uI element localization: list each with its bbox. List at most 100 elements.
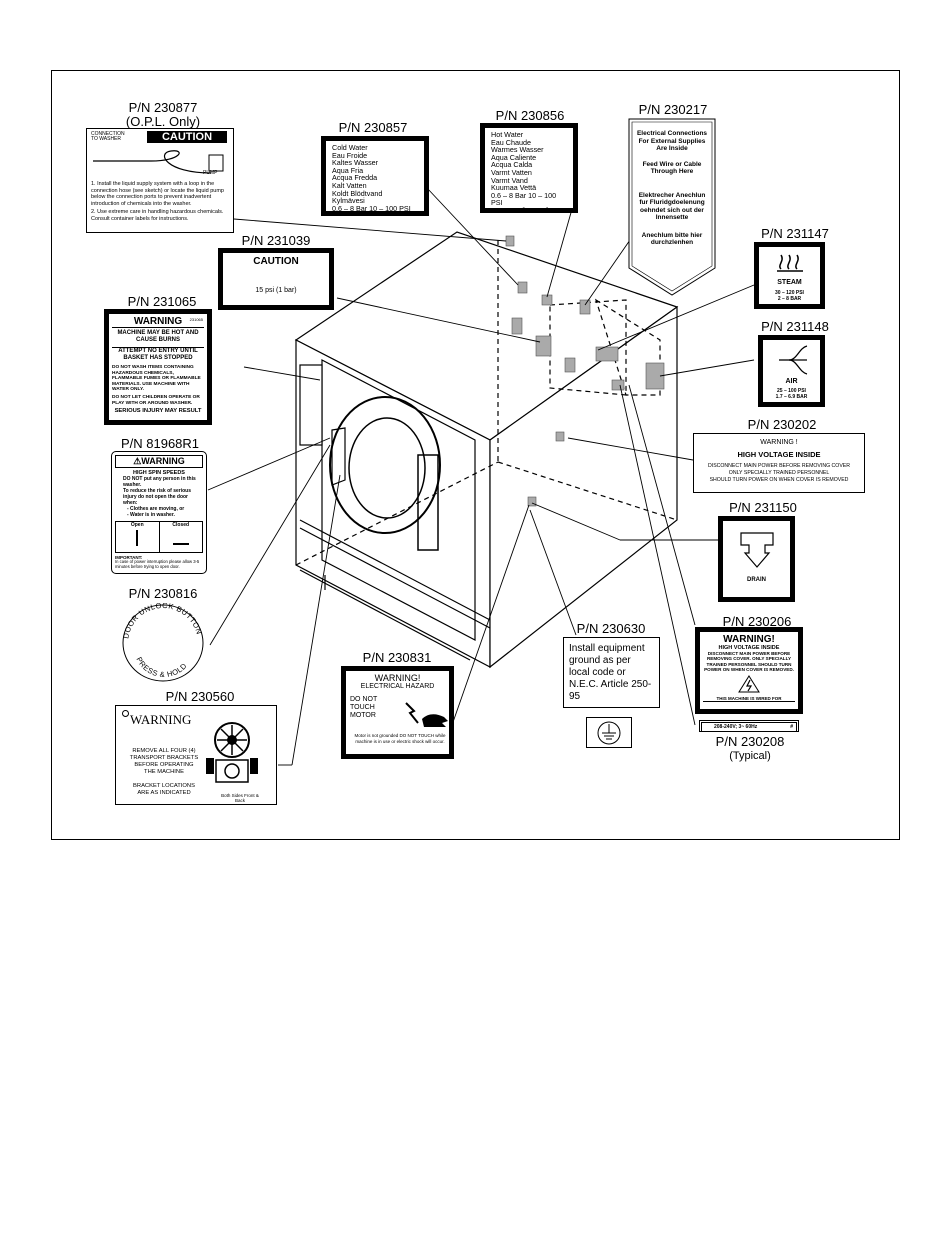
- part-number-label: P/N 230816: [128, 586, 198, 601]
- ground-icon: [597, 721, 621, 745]
- hazard-subtitle: ELECTRICAL HAZARD: [360, 683, 435, 690]
- text-line: 0.6 – 8 Bar 10 – 100 PSI: [332, 203, 411, 213]
- water-text: - Water is in washer.: [127, 512, 175, 518]
- part-number-231148: P/N 231148: [750, 320, 840, 334]
- hole-icon: [122, 710, 129, 717]
- no-person-text: DO NOT put any person in this washer.: [123, 476, 196, 488]
- part-number-231147: P/N 231147: [750, 227, 840, 241]
- ground-instruction: Install equipment ground as per local co…: [569, 643, 652, 702]
- ground-symbol-decal: [586, 717, 632, 748]
- part-number-230560: P/N 230560: [150, 690, 250, 704]
- hot-water-lines: Hot Water Eau Chaude Warmes Wasser Aqua …: [491, 131, 567, 215]
- label-231039-caution: CAUTION 15 psi (1 bar): [218, 248, 334, 310]
- warning-title: ⚠WARNING: [115, 455, 203, 468]
- warning-title: WARNING!: [723, 634, 775, 645]
- serious-injury-text: SERIOUS INJURY MAY RESULT: [114, 408, 202, 415]
- high-voltage-icon: [738, 674, 760, 693]
- important-text: IMPORTANT:: [115, 555, 143, 560]
- german-feed-text: Anechlum bitte hier durchzlenhen: [641, 231, 703, 247]
- bar-range: 2 – 8 BAR: [777, 296, 802, 302]
- label-230560-warning: WARNING REMOVE ALL FOUR (4) TRANSPORT BR…: [115, 705, 277, 805]
- part-number-label: P/N 81968R1: [120, 436, 200, 451]
- do-not-text: DO NOT: [350, 696, 378, 703]
- text-line: Acqua Fredda: [332, 173, 378, 183]
- part-number-label: P/N 230630: [576, 621, 646, 636]
- part-subtitle: (Typical): [729, 750, 771, 762]
- open-cell: Open: [116, 522, 160, 552]
- closed-cell: Closed: [160, 522, 203, 552]
- part-number-label: P/N 230856: [495, 108, 565, 123]
- part-number-label: P/N 230208: [715, 734, 785, 749]
- text-line: Cold Water: [332, 143, 368, 152]
- part-number-81968r1: P/N 81968R1: [110, 437, 210, 451]
- hazardous-text: DO NOT WASH ITEMS CONTAINING HAZARDOUS C…: [112, 365, 201, 393]
- voltage-text: 208-240V; 3~ 60Hz #: [701, 722, 797, 732]
- part-subtitle: (O.P.L. Only): [125, 114, 201, 129]
- part-number-231039: P/N 231039: [226, 234, 326, 248]
- caution-step-1: 1. Install the liquid supply system with…: [91, 181, 224, 207]
- air-text: AIR: [785, 378, 798, 385]
- arrow-label-outline: [628, 118, 716, 296]
- air-range: 25 – 100 PSI 1.7 – 6.9 BAR: [763, 388, 820, 400]
- motor-text: MOTOR: [350, 712, 376, 719]
- pressure-text: 15 psi (1 bar): [255, 287, 297, 294]
- label-230206-high-voltage: WARNING! HIGH VOLTAGE INSIDE DISCONNECT …: [695, 627, 803, 714]
- voltage-instructions: DISCONNECT MAIN POWER BEFORE REMOVING CO…: [694, 463, 864, 484]
- power-text: In case of power interruption please all…: [115, 559, 200, 569]
- psi-range: 30 – 120 PSI: [775, 290, 804, 296]
- label-230630-ground: Install equipment ground as per local co…: [563, 637, 660, 708]
- text-line: Varmt Vand: [491, 175, 528, 185]
- label-231147-steam: STEAM 30 – 120 PSI 2 – 8 BAR: [754, 242, 825, 309]
- warning-triangle-icon: ⚠: [133, 456, 142, 466]
- hash-icon: #: [790, 724, 793, 730]
- warning-title: WARNING!: [374, 673, 421, 683]
- figure-frame: [51, 70, 900, 840]
- part-number-230206: P/N 230206: [712, 615, 802, 629]
- drain-text: DRAIN: [747, 577, 766, 583]
- label-230202-high-voltage: WARNING ! HIGH VOLTAGE INSIDE DISCONNECT…: [693, 433, 865, 493]
- voltage-instructions: DISCONNECT MAIN POWER BEFORE REMOVING CO…: [704, 651, 794, 673]
- do-not-touch-text: DO NOT TOUCH MOTOR: [350, 696, 445, 720]
- steam-icon: [777, 254, 803, 272]
- label-230877-caution: CONNECTION TO WASHER CAUTION PUMP 1. Ins…: [86, 128, 234, 233]
- part-number-label: P/N 231148: [761, 319, 829, 334]
- shock-hand-icon: [405, 702, 448, 727]
- high-voltage-text: HIGH VOLTAGE INSIDE: [737, 450, 821, 459]
- text-line: 0.6 – 8 Bar 10 – 100 PSI: [491, 190, 557, 208]
- psi-range: 25 – 100 PSI: [777, 388, 806, 394]
- instruction-line: DISCONNECT MAIN POWER BEFORE REMOVING CO…: [708, 463, 850, 469]
- clothes-text: - Clothes are moving, or: [127, 506, 185, 512]
- part-number-label: P/N 230560: [165, 689, 235, 704]
- air-flow-icon: [779, 345, 808, 375]
- part-number-label: P/N 230877: [128, 100, 198, 115]
- warning-title: WARNING: [112, 316, 204, 328]
- cold-water-lines: Cold Water Eau Froide Kaltes Wasser Aqua…: [332, 144, 418, 212]
- part-number-231150: P/N 231150: [718, 501, 808, 515]
- reduce-risk-text: To reduce the risk of serious injury do …: [123, 488, 191, 506]
- label-230217-electrical-connections: Electrical Connections For External Supp…: [636, 130, 708, 247]
- text-line: Aqua Fria: [332, 165, 364, 175]
- label-230208-voltage-strip: 208-240V; 3~ 60Hz #: [699, 720, 799, 732]
- text-line: Koldt Blödtvand: [332, 188, 383, 198]
- label-230857-cold-water: Cold Water Eau Froide Kaltes Wasser Aqua…: [321, 136, 429, 216]
- text-line: Warmes Wasser: [491, 145, 544, 155]
- open-text: Open: [130, 522, 144, 528]
- high-voltage-text: HIGH VOLTAGE INSIDE: [718, 645, 780, 651]
- part-number-230831: P/N 230831: [347, 651, 447, 665]
- feed-wire-text: Feed Wire or Cable Through Here: [642, 160, 702, 176]
- part-number-label: P/N 230217: [638, 102, 708, 117]
- part-number-label: P/N 231147: [761, 226, 829, 241]
- text-line: Aqua Caliente: [491, 152, 537, 162]
- children-text: DO NOT LET CHILDREN OPERATE OR PLAY WITH…: [112, 394, 200, 406]
- text-line: Kylmävesi: [332, 196, 365, 206]
- german-connections-text: Elektrecher Anechlun fur Fluridgdoelenun…: [638, 191, 706, 222]
- part-number-230816: P/N 230816: [113, 587, 213, 601]
- bar-range: 1.7 – 6.9 BAR: [775, 394, 808, 400]
- label-230856-hot-water: Hot Water Eau Chaude Warmes Wasser Aqua …: [480, 123, 578, 215]
- caution-step-2: 2. Use extreme care in handling hazardou…: [91, 209, 224, 222]
- no-entry-text: ATTEMPT NO ENTRY UNTIL BASKET HAS STOPPE…: [112, 347, 204, 362]
- part-number-label: P/N 230857: [338, 120, 408, 135]
- warning-title: WARNING: [130, 712, 192, 727]
- part-number-label: P/N 231039: [241, 233, 311, 248]
- part-number-230630: P/N 230630: [566, 622, 656, 636]
